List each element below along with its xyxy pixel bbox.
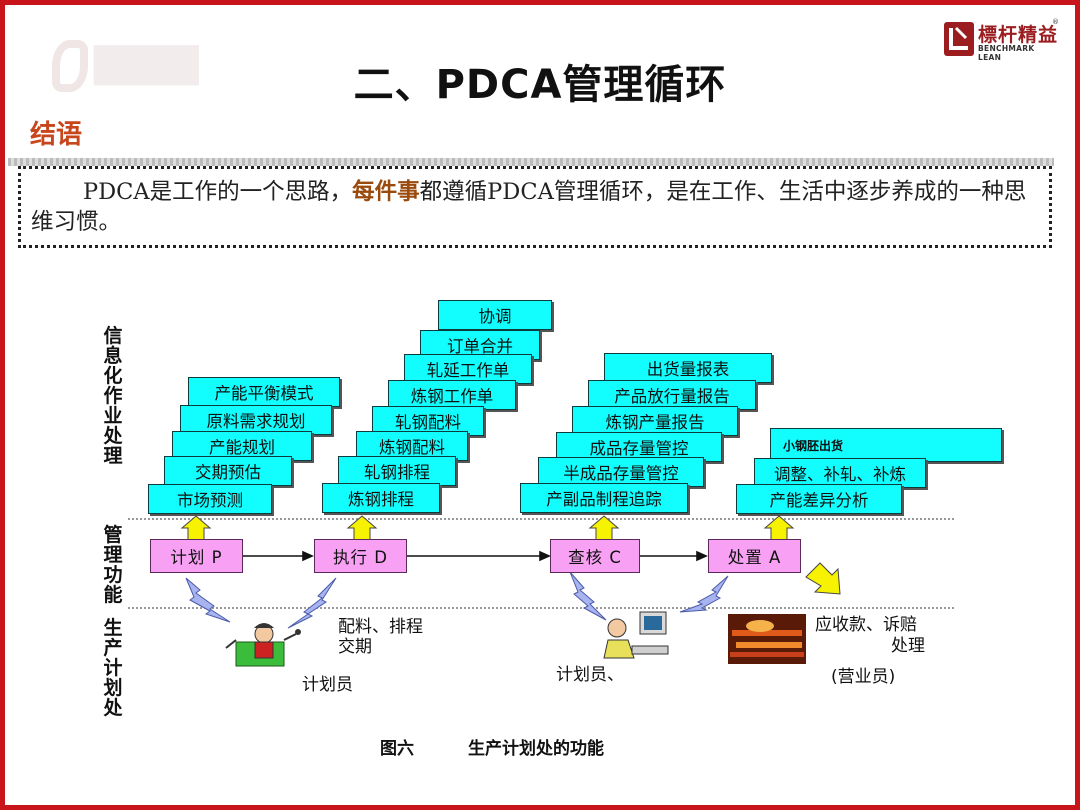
conclusion-text-2: 都遵循PDCA管理循环，是在工作、生活中逐步养成的一种思维习惯。 [31,179,1027,235]
textbox-shadow [8,158,1054,166]
section-heading: 结语 [30,120,83,150]
watermark-logo: ████ [52,36,237,96]
check-item-5: 产品放行量报告 [588,380,756,410]
figure-caption: 生产计划处的功能 [468,739,604,759]
row-label-production: 生产计划处 [103,617,123,719]
plan-item-4: 原料需求规划 [180,405,332,435]
do-item-8: 协调 [438,300,552,330]
lightning-icon [287,577,337,629]
row-label-info: 信息化作业处理 [103,325,123,467]
function-act: 处置 A [708,539,801,573]
function-do: 执行 D [314,539,407,573]
sales-photo-image [728,614,806,664]
check-item-2: 半成品存量管控 [538,457,704,487]
planner-label-2: 计划员、 [556,665,624,685]
registered-mark: ® [1052,18,1059,26]
up-arrow-icon [180,515,212,541]
row-label-management: 管理功能 [103,524,123,606]
check-item-1: 产副品制程追踪 [520,483,688,513]
computer-user-icon [603,611,669,659]
plan-item-1: 市场预测 [148,484,272,514]
do-item-5: 炼钢工作单 [388,380,516,410]
do-note-1: 配料、排程 [338,617,423,637]
sales-label: (营业员) [831,667,896,687]
act-item-1: 产能差异分析 [736,484,902,514]
up-arrow-icon [346,515,378,541]
do-item-1: 炼钢排程 [322,483,440,513]
conclusion-textbox: PDCA是工作的一个思路，每件事都遵循PDCA管理循环，是在工作、生活中逐步养成… [18,166,1052,248]
up-arrow-icon [588,515,620,541]
conclusion-highlight: 每件事 [352,179,420,205]
do-note-2: 交期 [338,637,372,657]
right-down-arrow-icon [805,562,841,595]
lightning-icon [679,575,729,613]
planner-label-1: 计划员 [302,675,353,695]
function-check: 查核 C [550,539,640,573]
divider-top [128,518,954,520]
divider-bottom [128,607,954,609]
logo-text-en: BENCHMARK LEAN [978,44,1035,62]
logo-mark-icon [944,22,974,56]
do-item-2: 轧钢排程 [338,456,456,486]
act-note-1: 应收款、诉赔 [815,615,917,635]
planner-figure-icon [225,623,301,667]
logo-text-cn: 標杆精益 [978,24,1059,46]
function-plan: 计划 P [150,539,243,573]
lightning-icon [569,571,607,621]
check-item-4: 炼钢产量报告 [572,406,738,436]
lightning-icon [185,577,231,623]
conclusion-text-1: PDCA是工作的一个思路， [83,179,353,205]
slide-title: 二、PDCA管理循环 [353,62,727,108]
act-note-2: 处理 [891,636,925,656]
figure-number: 图六 [380,739,414,759]
up-arrow-icon [763,515,795,541]
benchmark-logo: 標杆精益 BENCHMARK LEAN ® [944,18,1060,62]
check-item-6: 出货量报表 [604,353,772,383]
